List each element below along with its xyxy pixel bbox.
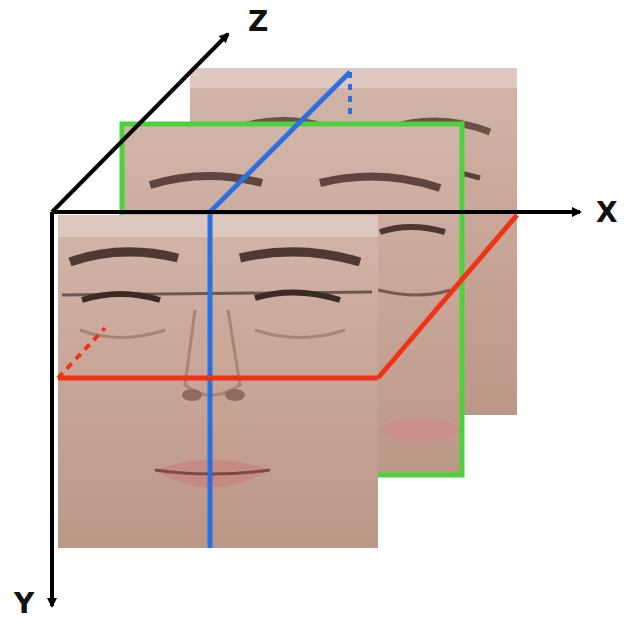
xy-plane-marker	[210, 72, 350, 548]
axis-label: Y	[14, 590, 34, 618]
xz-plane-marker	[58, 215, 517, 378]
front-face-frame	[58, 215, 378, 548]
axis-label: Z	[248, 8, 268, 36]
coordinate-axes	[52, 34, 580, 606]
axis-label: X	[596, 199, 618, 227]
